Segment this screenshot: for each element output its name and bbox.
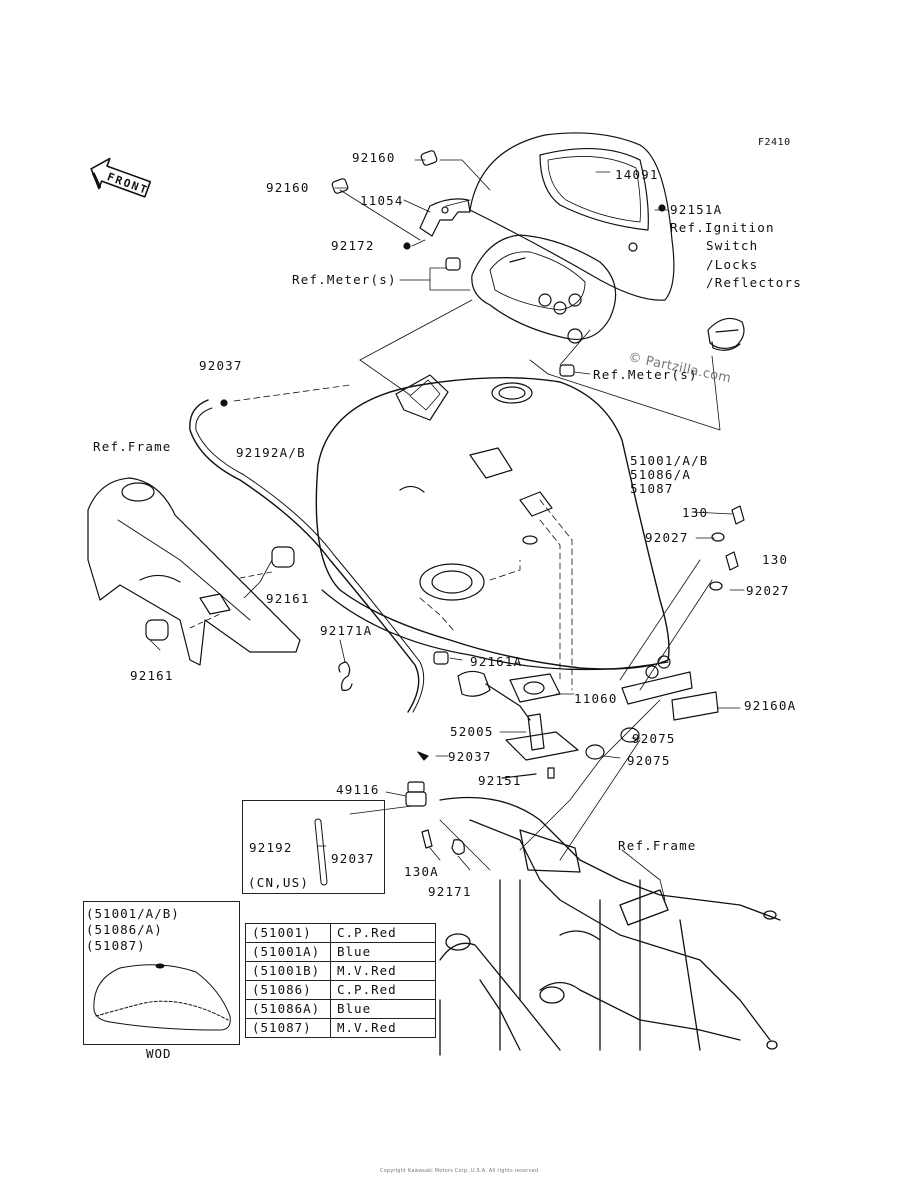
copyright-footer: Copyright Kawasaki Motors Corp.,U.S.A. A… [379, 1168, 541, 1174]
bracket-11054 [419, 198, 471, 237]
ref-label: /Reflectors [706, 275, 802, 290]
leader-lines [149, 159, 745, 901]
color-name-cell: Blue [330, 999, 436, 1019]
part-label: 92027 [645, 530, 689, 545]
meter-assembly [471, 234, 617, 344]
fuel-hose-92192AB [189, 399, 420, 713]
color-code-cell: (51087) [245, 1018, 331, 1038]
damper-92075-b [585, 744, 605, 760]
clip-92037-mid [417, 751, 429, 761]
part-label: 52005 [450, 724, 494, 739]
part-label: 92171 [428, 884, 472, 899]
front-arrow-icon: FRONT [90, 157, 152, 198]
part-label: 51086/A [630, 467, 692, 482]
color-table-row: (51087)M.V.Red [245, 1018, 436, 1038]
figure-code: F2410 [758, 137, 791, 148]
color-name-cell: C.P.Red [330, 980, 436, 1000]
part-label: 92192 [249, 840, 293, 855]
ref-label: Ref.Frame [93, 439, 172, 454]
frame-left-section [87, 477, 301, 666]
color-name-cell: C.P.Red [330, 923, 436, 943]
grommet-ref-meter [559, 364, 575, 377]
color-code-table: (51001)C.P.Red(51001A)Blue(51001B)M.V.Re… [245, 923, 436, 1038]
part-label: 51001/A/B [630, 453, 709, 468]
color-table-row: (51001A)Blue [245, 942, 436, 962]
part-label: 14091 [615, 167, 659, 182]
ref-label: Ref.Ignition [670, 220, 775, 235]
legend-tank-sketch [93, 963, 231, 1031]
washer-92027-b [709, 581, 723, 591]
color-name-cell: Blue [330, 942, 436, 962]
color-code-cell: (51001A) [245, 942, 331, 962]
part-label: 51087 [630, 481, 674, 496]
ref-label: Switch [706, 238, 759, 253]
color-name-cell: M.V.Red [330, 1018, 436, 1038]
variant-label: (CN,US) [248, 875, 310, 890]
part-label: 92037 [199, 358, 243, 373]
grommet-92161 [271, 546, 295, 568]
part-label: 92075 [632, 731, 676, 746]
damper-92075-a [620, 727, 640, 743]
legend-line: (51001/A/B) [86, 906, 180, 921]
bolt-92172 [403, 242, 411, 250]
pad-92160A [671, 691, 719, 721]
color-code-cell: (51086A) [245, 999, 331, 1019]
bolt-130A [421, 829, 433, 849]
part-label: 49116 [336, 782, 380, 797]
part-label: 92192A/B [236, 445, 306, 460]
color-code-cell: (51001) [245, 923, 331, 943]
ref-label: /Locks [706, 257, 759, 272]
part-label: 130A [404, 864, 439, 879]
legend-line: (51087) [86, 938, 146, 953]
color-table-row: (51086A)Blue [245, 999, 436, 1019]
part-label: 92160 [352, 150, 396, 165]
color-code-cell: (51001B) [245, 961, 331, 981]
part-label: 130 [762, 552, 789, 567]
part-label: 92160 [266, 180, 310, 195]
meter-grommet [445, 257, 461, 271]
part-label: 92161 [130, 668, 174, 683]
part-label: 92161A [470, 654, 523, 669]
color-table-row: (51001)C.P.Red [245, 923, 436, 943]
part-label: 92027 [746, 583, 790, 598]
frame-main-section [439, 796, 781, 1056]
cn-us-variant-box [242, 800, 385, 894]
part-label: 92151A [670, 202, 723, 217]
filter-49116 [405, 781, 427, 807]
clip-92037 [220, 399, 228, 407]
ref-label: Ref.Meter(s) [292, 272, 397, 287]
color-table-row: (51001B)M.V.Red [245, 961, 436, 981]
part-label: 92151 [478, 773, 522, 788]
bolt-92151 [547, 767, 555, 779]
bolt-130-b [725, 551, 739, 571]
part-label: 130 [682, 505, 709, 520]
ref-label: Ref.Meter(s) [593, 367, 698, 382]
bolt-130-a [731, 505, 745, 525]
legend-caption: WOD [146, 1046, 172, 1061]
part-label: 92037 [331, 851, 375, 866]
fuel-pump-52005 [457, 670, 579, 779]
color-code-cell: (51086) [245, 980, 331, 1000]
part-label: 92075 [627, 753, 671, 768]
part-label: 92172 [331, 238, 375, 253]
part-label: 92160A [744, 698, 797, 713]
model-legend-box: (51001/A/B) (51086/A) (51087) [83, 901, 240, 1045]
part-label: 11060 [574, 691, 618, 706]
color-name-cell: M.V.Red [330, 961, 436, 981]
ignition-switch-icon [707, 317, 745, 351]
part-label: 11054 [360, 193, 404, 208]
fuel-tank-51001 [315, 374, 693, 705]
part-label: 92037 [448, 749, 492, 764]
grommet-92161A [433, 651, 449, 665]
color-table-row: (51086)C.P.Red [245, 980, 436, 1000]
grommet-92161-b [145, 619, 169, 641]
part-label: 92161 [266, 591, 310, 606]
clip-92171A [338, 661, 353, 691]
meter-cover-14091 [469, 132, 675, 301]
legend-line: (51086/A) [86, 922, 163, 937]
washer-92027-a [711, 532, 725, 542]
ref-label: Ref.Frame [618, 838, 697, 853]
part-label: 92171A [320, 623, 373, 638]
